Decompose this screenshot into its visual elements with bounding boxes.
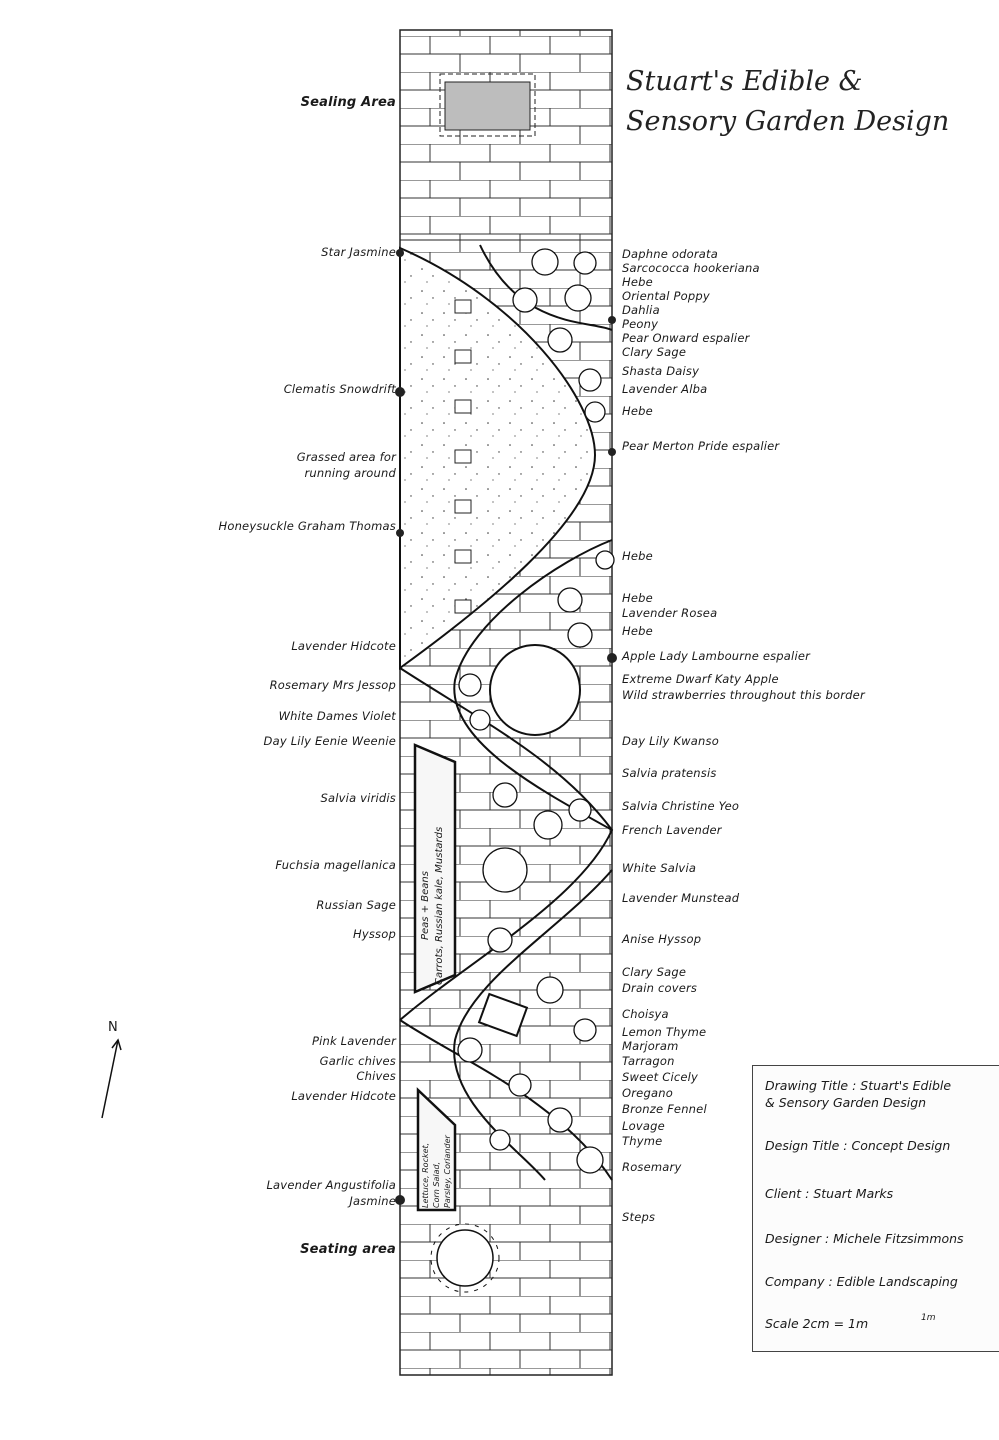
right-label: Salvia Christine Yeo [622,799,740,813]
right-label: Hebe [622,404,653,418]
right-label: Rosemary [622,1160,682,1174]
left-label: Rosemary Mrs Jessop [269,678,396,692]
right-label: Daphne odorata [622,247,719,261]
salad-bed [416,1087,457,1212]
right-label: Lemon Thyme [622,1025,707,1039]
right-label: Salvia pratensis [622,766,717,780]
left-label: Fuchsia magellanica [275,858,396,872]
right-label: Hebe [622,549,653,563]
drawing-title-row-2: & Sensory Garden Design [765,1095,927,1110]
left-label: Lavender Hidcote [291,639,396,653]
right-label: Oriental Poppy [622,289,710,303]
right-label: Hebe [622,624,653,638]
left-label: Honeysuckle Graham Thomas [218,519,396,533]
right-label: Bronze Fennel [622,1102,707,1116]
right-label: Wild strawberries throughout this border [622,688,865,702]
north-arrow-head [111,1038,122,1051]
right-label: Dahlia [622,303,660,317]
seating-area-bottom [436,1229,494,1287]
right-label: Marjoram [622,1039,679,1053]
right-label: Steps [622,1210,656,1224]
climber-markers [395,249,617,1205]
right-label: Peony [622,317,659,331]
left-label: Jasmine [349,1194,396,1208]
company-row: Company : Edible Landscaping [765,1274,958,1289]
right-label: Day Lily Kwanso [622,734,719,748]
right-label: Tarragon [622,1054,675,1068]
grass-area [399,246,597,670]
left-label: Hyssop [353,927,396,941]
right-label: Clary Sage [622,965,687,979]
left-label: Seating area [300,1242,396,1257]
stepping-stones [454,299,472,614]
salad-bed-label-1: Lettuce, Rocket, [421,1142,430,1208]
left-label: Star Jasmine [321,245,396,259]
drawing-title: Stuart's Edible & Sensory Garden Design [626,62,949,142]
left-label: Day Lily Eenie Weenie [263,734,396,748]
left-label: Russian Sage [316,898,396,912]
left-label: Pink Lavender [311,1034,396,1048]
left-label: Clematis Snowdrift [283,382,396,396]
right-label: Pear Onward espalier [622,331,750,345]
veg-bed-label-2: Carrots, Russian kale, Mustards [434,826,445,985]
right-label: Hebe [622,275,653,289]
left-label: Lavender Angustifolia [266,1178,396,1192]
drain-cover [477,992,529,1038]
title-line-2: Sensory Garden Design [626,106,950,137]
right-label: Shasta Daisy [622,364,700,378]
north-label: N [108,1020,118,1035]
salad-bed-label-2: Corn Salad, [432,1161,441,1208]
right-label: French Lavender [622,823,722,837]
right-label: Extreme Dwarf Katy Apple [622,672,779,686]
left-label: Salvia viridis [320,791,396,805]
left-label: Grassed area for [296,450,396,464]
seating-area-top [444,81,531,131]
apple-tree [489,644,581,736]
veg-bed-label-1: Peas + Beans [420,871,431,940]
right-label: Oregano [622,1086,673,1100]
client-row: Client : Stuart Marks [765,1186,894,1201]
left-label: Garlic chives [319,1054,396,1068]
left-label: Chives [356,1069,396,1083]
seating-area-outline [439,73,536,137]
right-label: Drain covers [622,981,698,995]
left-label: running around [304,466,396,480]
right-label: Hebe [622,591,653,605]
salad-bed-label-3: Parsley, Coriander [443,1135,452,1208]
right-label: Lavender Alba [622,382,708,396]
scale-row: Scale 2cm = 1m [765,1316,869,1331]
left-label: Sealing Area [300,95,396,110]
seating-area-bottom-outline [430,1223,500,1293]
right-label: Lavender Munstead [622,891,740,905]
right-label: Choisya [622,1007,669,1021]
right-label: Clary Sage [622,345,687,359]
north-arrow [101,1039,119,1119]
right-label: Sarcococca hookeriana [622,261,760,275]
title-line-1: Stuart's Edible & [626,66,863,97]
title-block: Drawing Title : Stuart's Edible & Sensor… [752,1065,999,1352]
designer-row: Designer : Michele Fitzsimmons [765,1231,964,1246]
right-label: Lavender Rosea [622,606,718,620]
scale-bar-label: 1m [921,1313,936,1323]
veg-bed [413,743,457,994]
right-label: White Salvia [622,861,697,875]
drawing-title-row: Drawing Title : Stuart's Edible [765,1078,952,1093]
right-label: Lovage [622,1119,665,1133]
right-label: Thyme [622,1134,663,1148]
right-label: Pear Merton Pride espalier [622,439,780,453]
left-label: Lavender Hidcote [291,1089,396,1103]
right-label: Sweet Cicely [622,1070,699,1084]
shrubs [457,248,615,1174]
design-title-row: Design Title : Concept Design [765,1138,951,1153]
left-label: White Dames Violet [278,709,396,723]
right-label: Anise Hyssop [622,932,702,946]
right-label: Apple Lady Lambourne espalier [622,649,811,663]
